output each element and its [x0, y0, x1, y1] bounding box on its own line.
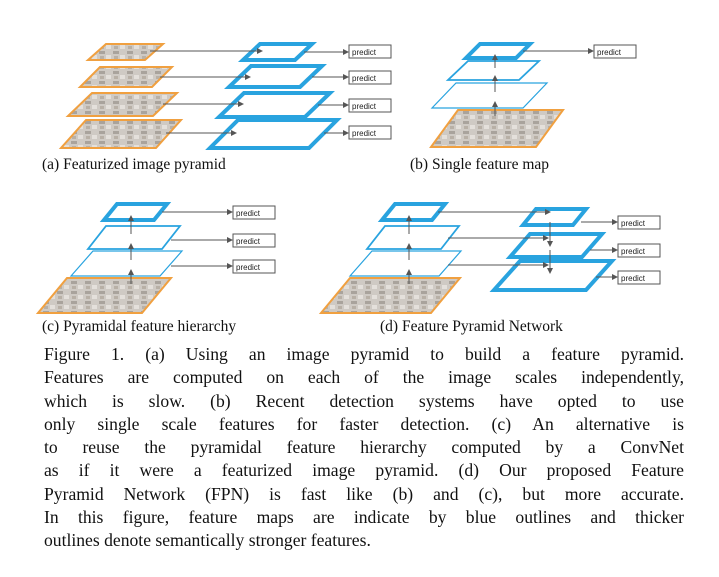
feature-map — [214, 91, 335, 119]
predict-label: predict — [352, 74, 377, 83]
fpn-arrows — [406, 209, 618, 284]
feature-map — [86, 225, 182, 250]
figure-diagram: predict predict predict predict predict — [35, 42, 661, 314]
feature-map — [461, 42, 535, 60]
image-layer — [429, 109, 565, 148]
caption-line: as if it were a featurized image pyramid… — [44, 460, 684, 481]
feature-map — [224, 64, 327, 89]
feature-map — [69, 250, 184, 277]
up-arrows — [128, 209, 233, 284]
caption-line: Figure 1. (a) Using an image pyramid to … — [44, 344, 684, 364]
predict-label: predict — [597, 48, 622, 57]
image-layer — [77, 66, 175, 88]
feature-map — [377, 202, 450, 222]
predict-label: predict — [352, 102, 377, 111]
predict-label: predict — [352, 129, 377, 138]
caption-line: which is slow. (b) Recent detection syst… — [44, 390, 684, 411]
subcaption-b: (b) Single feature map — [410, 156, 550, 173]
predict-label: predict — [352, 48, 377, 57]
predict-box: predict — [348, 125, 392, 140]
figure-caption: Figure 1. (a) Using an image pyramid to … — [44, 343, 684, 553]
predict-label: predict — [621, 274, 646, 283]
predict-box: predict — [232, 233, 276, 248]
predict-box: predict — [593, 44, 637, 59]
image-layer — [318, 277, 463, 314]
caption-line: Features are computed on each of the ima… — [44, 367, 684, 388]
feature-map — [99, 202, 172, 222]
panel-c: predict predict predict — [35, 202, 276, 314]
feature-map — [489, 259, 617, 292]
predict-boxes: predict predict predict predict — [348, 44, 392, 140]
feature-map — [365, 225, 461, 250]
caption-line: to reuse the pyramidal feature hierarchy… — [44, 437, 684, 458]
feature-map — [445, 60, 542, 81]
caption-line: In this figure, feature maps are indicat… — [44, 507, 684, 528]
predict-box: predict — [617, 215, 661, 230]
image-layer — [58, 119, 184, 149]
predict-box: predict — [617, 243, 661, 258]
image-layer — [35, 277, 174, 314]
predict-box: predict — [232, 205, 276, 220]
panel-a: predict predict predict predict — [58, 42, 392, 150]
predict-label: predict — [236, 263, 261, 272]
predict-label: predict — [236, 237, 261, 246]
up-arrows — [492, 48, 594, 116]
subcaption-c: (c) Pyramidal feature hierarchy — [42, 318, 237, 335]
caption-line: Pyramid Network (FPN) is fast like (b) a… — [44, 483, 684, 504]
predict-box: predict — [348, 44, 392, 59]
predict-box: predict — [232, 259, 276, 274]
figure-1: predict predict predict predict predict — [35, 42, 661, 335]
connection-arrows — [150, 48, 349, 136]
feature-map — [505, 232, 607, 259]
feature-map — [348, 250, 463, 277]
subcaption-d: (d) Feature Pyramid Network — [380, 318, 563, 335]
predict-box: predict — [348, 70, 392, 85]
feature-map — [237, 42, 318, 62]
feature-map — [205, 118, 342, 150]
feature-map — [430, 82, 549, 109]
caption-line: only single scale features for faster de… — [44, 413, 684, 434]
caption-line: outlines denote semantically stronger fe… — [44, 530, 371, 551]
subcaption-a: (a) Featurized image pyramid — [42, 156, 226, 173]
predict-label: predict — [621, 219, 646, 228]
panel-d: predict predict predict — [318, 202, 661, 314]
predict-box: predict — [348, 98, 392, 113]
predict-box: predict — [617, 270, 661, 285]
image-pyramid — [58, 43, 184, 149]
panel-b: predict — [429, 42, 637, 148]
image-layer — [85, 43, 166, 61]
predict-label: predict — [236, 209, 261, 218]
feature-pyramid — [205, 42, 342, 150]
image-layer — [65, 92, 180, 117]
predict-label: predict — [621, 247, 646, 256]
feature-map — [518, 207, 591, 227]
